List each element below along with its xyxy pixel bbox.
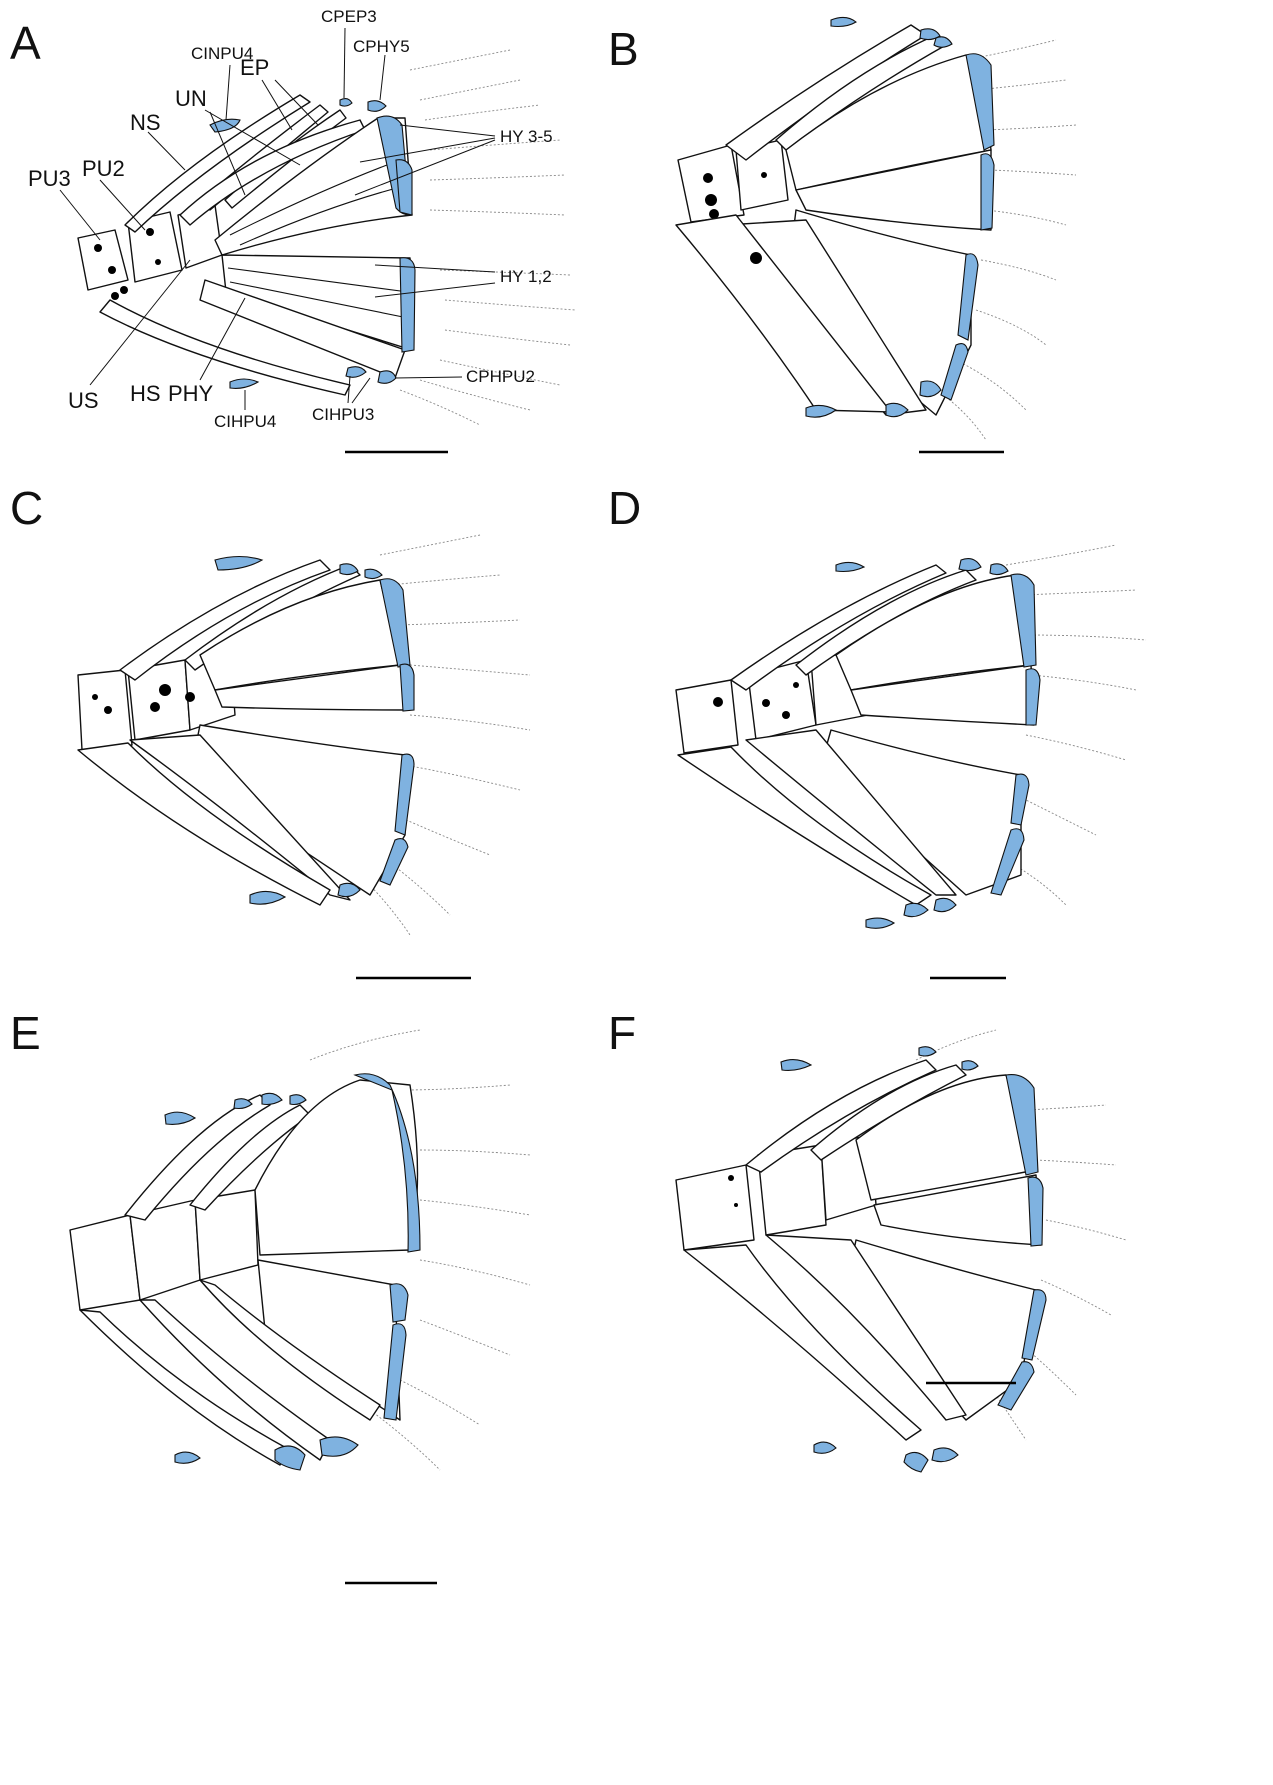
label-ns: NS bbox=[130, 110, 161, 135]
label-cphpu2: CPHPU2 bbox=[466, 367, 535, 386]
label-hy12: HY 1,2 bbox=[500, 267, 552, 286]
panel-b: B bbox=[608, 0, 1272, 595]
neural-spine bbox=[124, 94, 311, 233]
leader-lines bbox=[59, 27, 496, 410]
panel-label-e: E bbox=[10, 1007, 41, 1059]
label-un: UN bbox=[175, 86, 207, 111]
haemal-spine bbox=[99, 299, 351, 396]
label-pu3: PU3 bbox=[28, 166, 71, 191]
panel-label-a: A bbox=[10, 17, 41, 69]
label-hs: HS bbox=[130, 381, 161, 406]
label-cphy5: CPHY5 bbox=[353, 37, 410, 56]
label-cihpu3: CIHPU3 bbox=[312, 405, 375, 424]
cihpu4-cartilage bbox=[229, 378, 260, 389]
cihpu3-cartilage bbox=[345, 366, 367, 378]
caudal-skeleton-drawing-e bbox=[69, 1029, 531, 1585]
label-phy: PHY bbox=[168, 381, 214, 406]
caudal-skeleton-drawing-a bbox=[59, 27, 576, 426]
label-cihpu4: CIHPU4 bbox=[214, 412, 277, 431]
hy12-cartilage bbox=[399, 257, 416, 353]
caudal-skeleton-drawing-c bbox=[77, 534, 531, 980]
panel-c: C bbox=[0, 475, 636, 1070]
caudal-skeleton-drawing-d bbox=[675, 544, 1147, 980]
pu3-centrum bbox=[77, 229, 129, 291]
panel-d: D bbox=[608, 475, 1272, 1070]
label-ep: EP bbox=[240, 55, 270, 80]
panel-e: E bbox=[0, 1000, 636, 1595]
label-cinpu4: CINPU4 bbox=[191, 44, 254, 63]
panel-label-c: C bbox=[10, 482, 44, 534]
panel-label-f: F bbox=[608, 1007, 637, 1059]
label-pu2: PU2 bbox=[82, 156, 125, 181]
cphy5-cap bbox=[367, 100, 387, 112]
panel-label-b: B bbox=[608, 23, 639, 75]
cpep3-cartilage bbox=[339, 97, 353, 107]
hypural-3-5 bbox=[214, 117, 413, 256]
label-cpep3: CPEP3 bbox=[321, 7, 377, 26]
label-hy35: HY 3-5 bbox=[500, 127, 553, 146]
panel-a: A bbox=[0, 0, 636, 595]
caudal-skeleton-drawing-b bbox=[675, 16, 1077, 454]
hy35-distal-cartilage bbox=[395, 159, 413, 216]
panel-label-d: D bbox=[608, 482, 642, 534]
label-us: US bbox=[68, 388, 99, 413]
caudal-skeleton-drawing-f bbox=[675, 1029, 1127, 1473]
panel-f: F bbox=[608, 1000, 1272, 1595]
fin-rays bbox=[399, 49, 576, 426]
